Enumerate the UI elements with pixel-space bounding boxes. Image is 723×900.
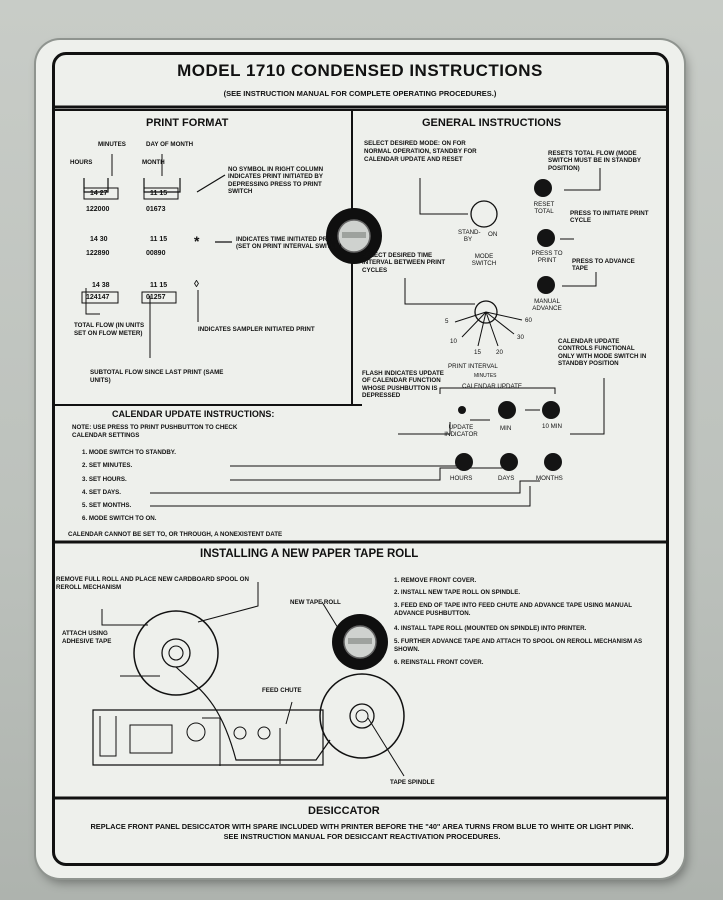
mode-standby-label: STAND- BY: [458, 229, 481, 243]
total-flow-label: TOTAL FLOW (IN UNITS SET ON FLOW METER): [74, 322, 145, 337]
hours-button-label: HOURS: [450, 475, 473, 482]
sample3-subflow: 01257: [146, 294, 166, 301]
feed-chute-label: FEED CHUTE: [262, 687, 302, 694]
press-advance-note: PRESS TO ADVANCE TAPE: [572, 258, 635, 273]
label-month: MONTH: [142, 159, 165, 166]
sample2-flow: 122890: [86, 250, 110, 257]
sample3-flow: 124147: [86, 294, 110, 301]
calendar-step-6: 6. MODE SWITCH TO ON.: [82, 515, 157, 522]
print-format-heading: PRINT FORMAT: [146, 117, 229, 129]
mode-switch-label: MODE SWITCH: [471, 253, 497, 267]
interval-10: 10: [450, 338, 457, 345]
desiccator-heading: DESICCATOR: [308, 805, 380, 817]
ten-min-button-label: 10 MIN: [542, 423, 562, 430]
flash-note: FLASH INDICATES UPDATE OF CALENDAR FUNCT…: [362, 370, 444, 400]
interval-20: 20: [496, 349, 503, 356]
screw-bottom: [332, 614, 388, 670]
label-minutes: MINUTES: [98, 141, 126, 148]
attach-note: ATTACH USING ADHESIVE TAPE: [62, 630, 112, 645]
note-time-initiated: INDICATES TIME INITIATED PRINT (SET ON P…: [236, 236, 342, 251]
note-no-symbol: NO SYMBOL IN RIGHT COLUMN INDICATES PRIN…: [228, 166, 324, 196]
months-button-label: MONTHS: [536, 475, 563, 482]
time-print-symbol: *: [194, 233, 200, 249]
plate-border: [52, 52, 669, 866]
sample1-time: 14 27: [90, 190, 108, 197]
tape-spindle-label: TAPE SPINDLE: [390, 779, 435, 786]
calendar-footer: CALENDAR CANNOT BE SET TO, OR THROUGH, A…: [68, 531, 283, 538]
interval-30: 30: [517, 334, 524, 341]
tape-step-2: 2. INSTALL NEW TAPE ROLL ON SPINDLE.: [394, 589, 521, 596]
sample1-date: 11 15: [150, 190, 168, 197]
update-indicator-label: UPDATE INDICATOR: [444, 424, 478, 438]
label-hours: HOURS: [70, 159, 93, 166]
sample2-date: 11 15: [150, 236, 168, 243]
sample2-time: 14 30: [90, 236, 108, 243]
sample3-time: 14 38: [92, 282, 110, 289]
note-sampler: INDICATES SAMPLER INITIATED PRINT: [198, 326, 315, 333]
sample1-flow: 122000: [86, 206, 110, 213]
label-day-of-month: DAY OF MONTH: [146, 141, 194, 148]
tape-step-1: 1. REMOVE FRONT COVER.: [394, 577, 477, 584]
calendar-step-5: 5. SET MONTHS.: [82, 502, 132, 509]
print-interval-minutes: MINUTES: [474, 373, 497, 379]
min-button-label: MIN: [500, 425, 512, 432]
calendar-step-3: 3. SET HOURS.: [82, 476, 127, 483]
calendar-note: NOTE: USE PRESS TO PRINT PUSHBUTTON TO C…: [72, 424, 238, 439]
tape-step-6: 6. REINSTALL FRONT COVER.: [394, 659, 484, 666]
calendar-functional-note: CALENDAR UPDATE CONTROLS FUNCTIONAL ONLY…: [558, 338, 647, 368]
sample1-subflow: 01673: [146, 206, 166, 213]
desiccator-text: REPLACE FRONT PANEL DESICCATOR WITH SPAR…: [90, 822, 634, 841]
tape-step-5: 5. FURTHER ADVANCE TAPE AND ATTACH TO SP…: [394, 638, 643, 653]
calendar-step-4: 4. SET DAYS.: [82, 489, 121, 496]
new-roll-label: NEW TAPE ROLL: [290, 599, 341, 606]
interval-15: 15: [474, 349, 481, 356]
subtotal-flow-label: SUBTOTAL FLOW SINCE LAST PRINT (SAME UNI…: [90, 369, 224, 384]
sample3-date: 11 15: [150, 282, 168, 289]
days-button-label: DAYS: [498, 475, 515, 482]
tape-step-3: 3. FEED END OF TAPE INTO FEED CHUTE AND …: [394, 602, 632, 617]
plate-subtitle: (SEE INSTRUCTION MANUAL FOR COMPLETE OPE…: [223, 89, 497, 98]
press-initiate-note: PRESS TO INITIATE PRINT CYCLE: [570, 210, 649, 225]
select-mode-note: SELECT DESIRED MODE: ON FOR NORMAL OPERA…: [364, 140, 477, 163]
general-heading: GENERAL INSTRUCTIONS: [422, 117, 562, 129]
calendar-update-label: CALENDAR UPDATE: [462, 383, 523, 390]
interval-5: 5: [445, 318, 449, 325]
mode-on-label: ON: [488, 231, 498, 238]
calendar-step-2: 2. SET MINUTES.: [82, 462, 133, 469]
calendar-step-1: 1. MODE SWITCH TO STANDBY.: [82, 449, 176, 456]
tape-heading: INSTALLING A NEW PAPER TAPE ROLL: [200, 548, 419, 560]
select-interval-note: SELECT DESIRED TIME INTERVAL BETWEEN PRI…: [362, 252, 446, 274]
tape-step-4: 4. INSTALL TAPE ROLL (MOUNTED ON SPINDLE…: [394, 625, 587, 632]
calendar-heading: CALENDAR UPDATE INSTRUCTIONS:: [112, 409, 275, 419]
manual-advance-label: MANUAL ADVANCE: [532, 298, 562, 312]
plate-title: MODEL 1710 CONDENSED INSTRUCTIONS: [177, 61, 543, 80]
sampler-print-symbol: ◊: [194, 279, 199, 290]
print-interval-label: PRINT INTERVAL: [448, 363, 498, 370]
interval-60: 60: [525, 317, 532, 324]
reset-total-label: RESET TOTAL: [533, 201, 555, 215]
screw-top: [326, 208, 382, 264]
remove-roll-note: REMOVE FULL ROLL AND PLACE NEW CARDBOARD…: [56, 576, 249, 591]
resets-total-note: RESETS TOTAL FLOW (MODE SWITCH MUST BE I…: [548, 150, 641, 172]
sample2-subflow: 00890: [146, 250, 166, 257]
press-to-print-label: PRESS TO PRINT: [531, 250, 563, 264]
